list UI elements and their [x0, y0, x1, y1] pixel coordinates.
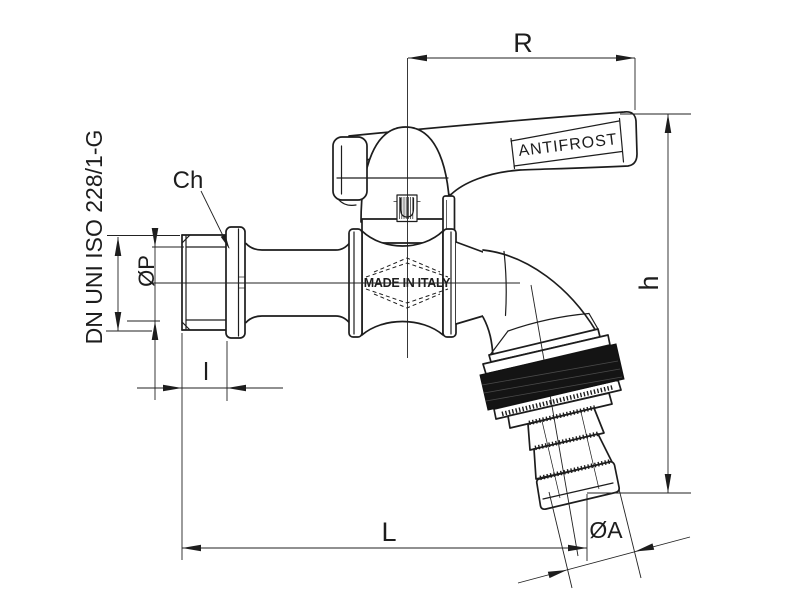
thread-chamfer-top [181, 234, 191, 244]
dim-label-R: R [513, 28, 533, 58]
neck-tube [245, 241, 351, 325]
hex-nut [225, 226, 246, 339]
screw-slot-outline [399, 197, 415, 218]
collar-step [507, 392, 613, 429]
barb-core-line-right [580, 411, 600, 490]
dim-L: L [181, 333, 588, 561]
barb-serrations [501, 384, 615, 481]
inlet-thread [181, 234, 227, 331]
dim-label-OP: ØP [134, 255, 159, 287]
elbow-cone-bottom [455, 315, 484, 325]
thumb-rest-bottom-curve [337, 198, 357, 206]
dim-h: h [587, 113, 691, 494]
dim-OA-line [517, 536, 691, 584]
hex-nut-outline [225, 226, 246, 339]
neck-bottom-edge [245, 315, 351, 325]
dim-label-thread-standard: DN UNI ISO 228/1-G [81, 130, 107, 345]
body-knurl-chevrons [365, 257, 449, 309]
spout [479, 284, 625, 557]
barb-segment-1 [527, 407, 605, 451]
lever-panel-right-edge [618, 117, 625, 163]
elbow-flare-left [489, 330, 509, 356]
spout-axis-centerline [530, 284, 579, 557]
knurl-band-texture [481, 360, 623, 402]
elbow-cone-top [455, 241, 484, 253]
thumb-rest-outline [332, 136, 368, 201]
lever-panel-left-edge [510, 137, 516, 170]
dim-OA-right-extension [618, 488, 642, 579]
elbow-flare-right [588, 312, 599, 330]
elbow-inner-curve [482, 316, 494, 357]
dim-label-Ch: Ch [173, 167, 204, 194]
elbow-section-ring-2 [507, 312, 590, 332]
lever-panel-top-edge [510, 120, 620, 142]
dim-l: l [137, 341, 283, 401]
dim-OA: ØA [517, 488, 691, 589]
handle-thumb-rest [332, 136, 368, 206]
dim-label-L: L [381, 517, 396, 547]
dim-R: R [408, 28, 636, 110]
neck-top-edge [245, 241, 351, 251]
lever-panel-bottom-edge [513, 150, 623, 167]
stem-screw [393, 194, 421, 223]
dim-thread-standard: DN UNI ISO 228/1-G [81, 130, 180, 345]
barb-core-line-left [541, 420, 561, 499]
dim-label-h: h [634, 275, 664, 290]
dim-Ch: Ch [173, 167, 232, 251]
dim-label-l: l [203, 358, 209, 386]
collar-knurl-band [479, 343, 625, 411]
thread-chamfer-bottom [181, 321, 191, 331]
dim-label-OA: ØA [589, 517, 623, 543]
centerlines [150, 58, 520, 358]
dim-OA-left-extension [548, 491, 573, 589]
dim-OP: ØP [127, 228, 184, 400]
barb-tip-segment [535, 460, 621, 511]
elbow-outer-curve [482, 249, 597, 332]
barb-tip-face-line [542, 482, 614, 500]
